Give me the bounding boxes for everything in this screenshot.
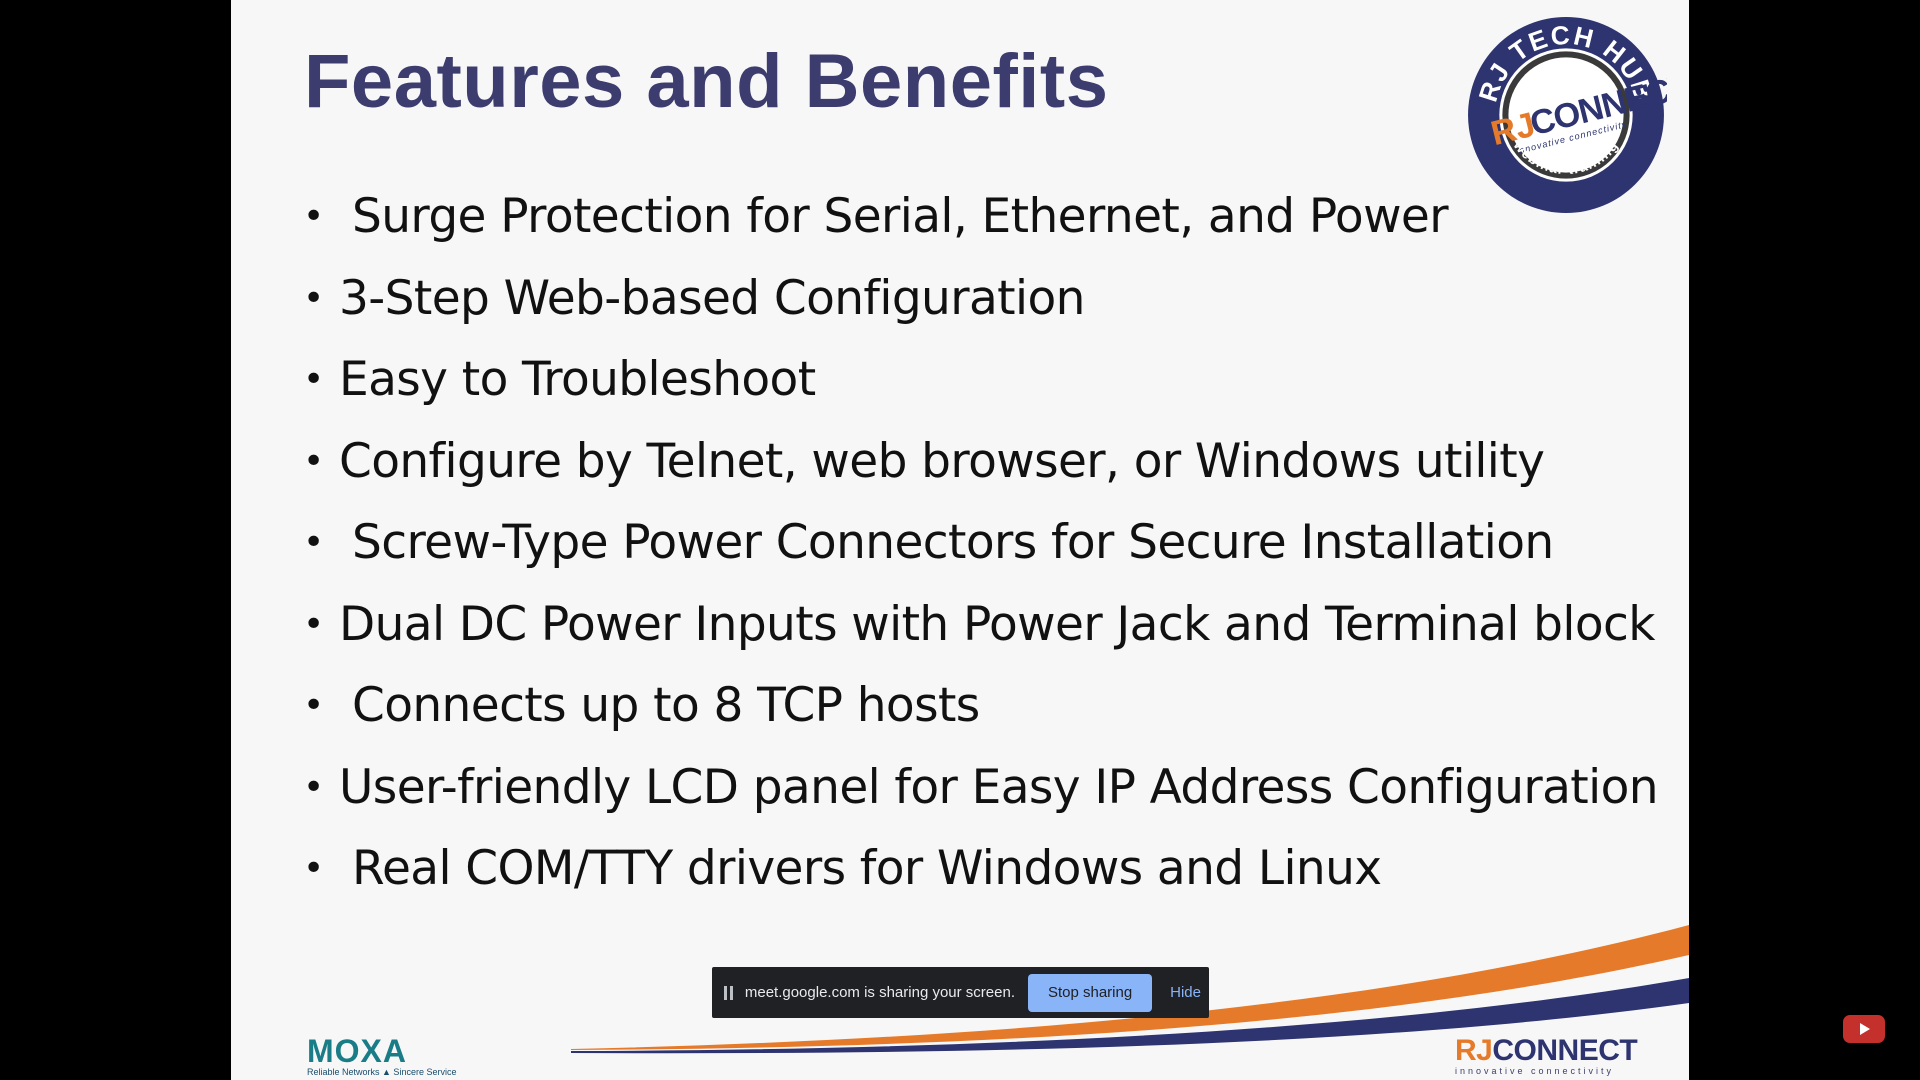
hide-button[interactable]: Hide — [1162, 974, 1209, 1012]
rjconnect-logo-word: RJCONNECT — [1455, 1034, 1638, 1067]
bullet-marker: • — [303, 522, 324, 563]
slide-title: Features and Benefits — [304, 39, 1109, 124]
moxa-logo-word: MOXA — [307, 1033, 407, 1069]
list-item: • 3-Step Web-based Configuration — [303, 258, 1658, 340]
presentation-slide: Features and Benefits RJ TECH HUB RJ CON… — [231, 0, 1689, 1080]
list-item: • User-friendly LCD panel for Easy IP Add… — [303, 747, 1659, 829]
list-item-text: Real COM/TTY drivers for Windows and Lin… — [352, 841, 1382, 896]
bullet-marker: • — [303, 848, 324, 889]
rj-tech-hub-badge: RJ TECH HUB RJ CONNECT innovative connec… — [1468, 17, 1667, 213]
list-item: • Easy to Troubleshoot — [303, 339, 1658, 421]
screen-share-bar: meet.google.com is sharing your screen. … — [712, 967, 1209, 1018]
list-item: • Real COM/TTY drivers for Windows and Li… — [303, 828, 1658, 910]
list-item-text: Easy to Troubleshoot — [339, 352, 816, 407]
pause-icon[interactable] — [724, 985, 733, 1000]
list-item-text: User-friendly LCD panel for Easy IP Addr… — [339, 759, 1659, 815]
list-item-text: Configure by Telnet, web browser, or Win… — [339, 433, 1545, 489]
youtube-icon[interactable] — [1843, 1015, 1885, 1043]
rjconnect-logo: RJCONNECT innovative connectivity — [1455, 1034, 1638, 1078]
list-item: • Connects up to 8 TCP hosts — [303, 665, 1658, 747]
bullet-marker: • — [303, 359, 324, 400]
list-item: • Dual DC Power Inputs with Power Jack an… — [303, 584, 1658, 666]
list-item: • Configure by Telnet, web browser, or Wi… — [303, 421, 1658, 503]
list-item-text: 3-Step Web-based Configuration — [339, 270, 1085, 326]
rjconnect-logo-rj: RJ — [1455, 1034, 1493, 1067]
moxa-logo-tagline: Reliable Networks ▲ Sincere Service — [307, 1067, 457, 1077]
moxa-logo: MOXA Reliable Networks ▲ Sincere Service — [307, 1033, 477, 1077]
bullet-marker: • — [303, 277, 324, 319]
decorative-swoosh — [571, 925, 1689, 1054]
list-item: • Screw-Type Power Connectors for Secure … — [303, 502, 1658, 584]
bullet-marker: • — [303, 603, 324, 645]
share-status-text: meet.google.com is sharing your screen. — [744, 984, 1015, 1001]
list-item: • Surge Protection for Serial, Ethernet, … — [303, 176, 1658, 258]
list-item-text: Screw-Type Power Connectors for Secure I… — [352, 515, 1554, 570]
rjconnect-logo-connect: CONNECT — [1492, 1034, 1638, 1067]
list-item-text: Surge Protection for Serial, Ethernet, a… — [352, 189, 1449, 244]
list-item-text: Dual DC Power Inputs with Power Jack and… — [339, 596, 1655, 652]
rjconnect-logo-tagline: innovative connectivity — [1455, 1066, 1615, 1076]
bullet-marker: • — [303, 685, 324, 726]
stop-sharing-button[interactable]: Stop sharing — [1028, 973, 1153, 1012]
bullet-marker: • — [303, 766, 324, 808]
bullet-marker: • — [303, 196, 324, 237]
feature-list: • Surge Protection for Serial, Ethernet, … — [303, 176, 1659, 910]
bullet-marker: • — [303, 440, 324, 482]
list-item-text: Connects up to 8 TCP hosts — [352, 678, 980, 733]
